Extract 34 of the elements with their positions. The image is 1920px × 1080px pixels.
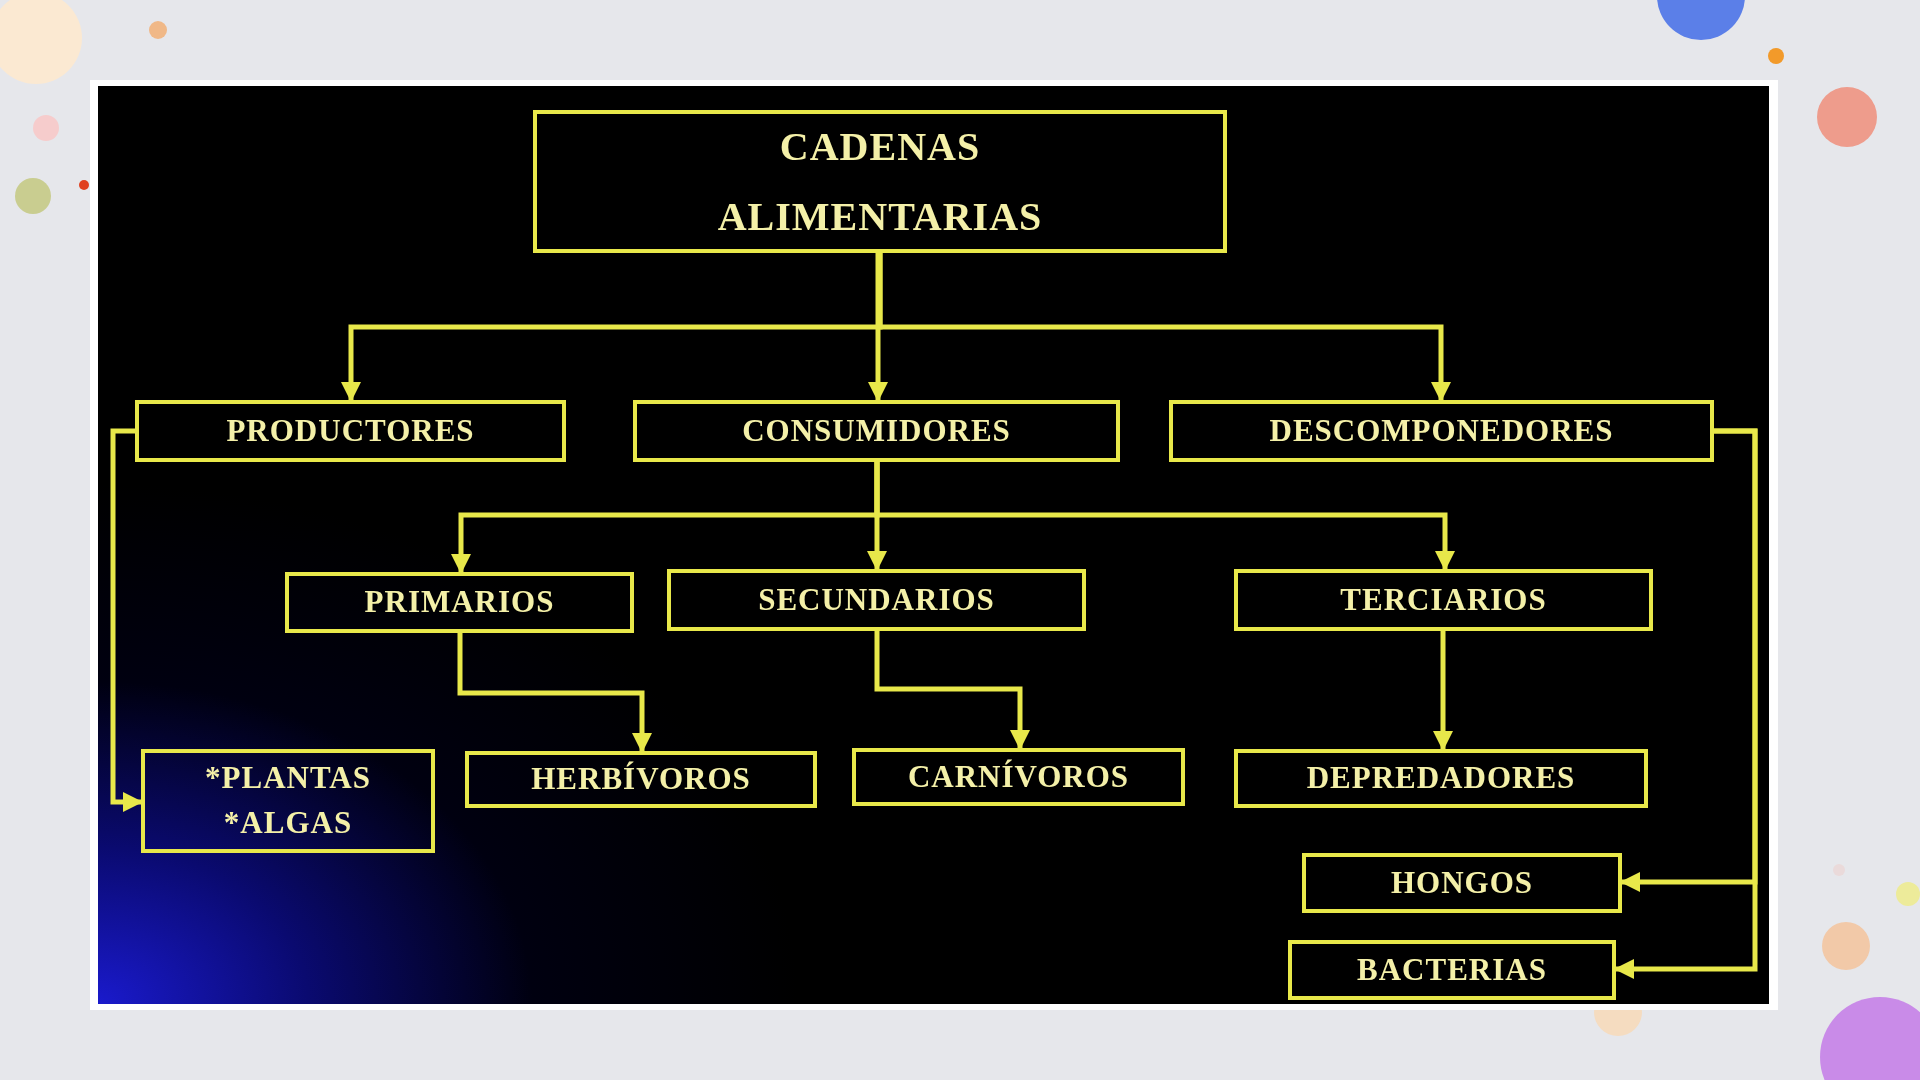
- arrow: [110, 428, 143, 812]
- arrow: [457, 633, 652, 753]
- category-box: [1169, 400, 1714, 462]
- category-box: [1234, 749, 1648, 808]
- category-label: TERCIARIOS: [1340, 580, 1547, 619]
- arrow: [874, 462, 1455, 571]
- arrow: [874, 631, 1030, 750]
- arrow: [877, 253, 1451, 402]
- category-label: DEPREDADORES: [1306, 759, 1576, 798]
- arrow: [1433, 631, 1453, 751]
- category-label: HERBÍVOROS: [531, 760, 751, 799]
- title-box: [533, 110, 1227, 253]
- category-label: PRODUCTORES: [226, 411, 475, 450]
- category-label: CARNÍVOROS: [907, 757, 1130, 796]
- category-box: [852, 748, 1185, 806]
- title-text: CADENAS ALIMENTARIAS: [716, 122, 1044, 241]
- arrow: [1614, 428, 1758, 979]
- category-label: CONSUMIDORES: [742, 411, 1011, 450]
- category-label: DESCOMPONEDORES: [1269, 411, 1614, 450]
- category-box: [1302, 853, 1622, 913]
- category-label: PRIMARIOS: [364, 583, 555, 622]
- category-label: SECUNDARIOS: [758, 580, 995, 619]
- category-box: [667, 569, 1086, 631]
- category-label: BACTERIAS: [1357, 950, 1547, 989]
- category-label: HONGOS: [1390, 863, 1534, 902]
- category-label: *PLANTAS *ALGAS: [204, 759, 372, 842]
- category-box: [1234, 569, 1653, 631]
- category-box: [465, 751, 817, 808]
- category-box: [285, 572, 634, 633]
- category-box: [141, 749, 435, 853]
- category-box: [633, 400, 1120, 462]
- category-box: [135, 400, 566, 462]
- category-box: [1288, 940, 1616, 1000]
- arrow: [868, 253, 888, 402]
